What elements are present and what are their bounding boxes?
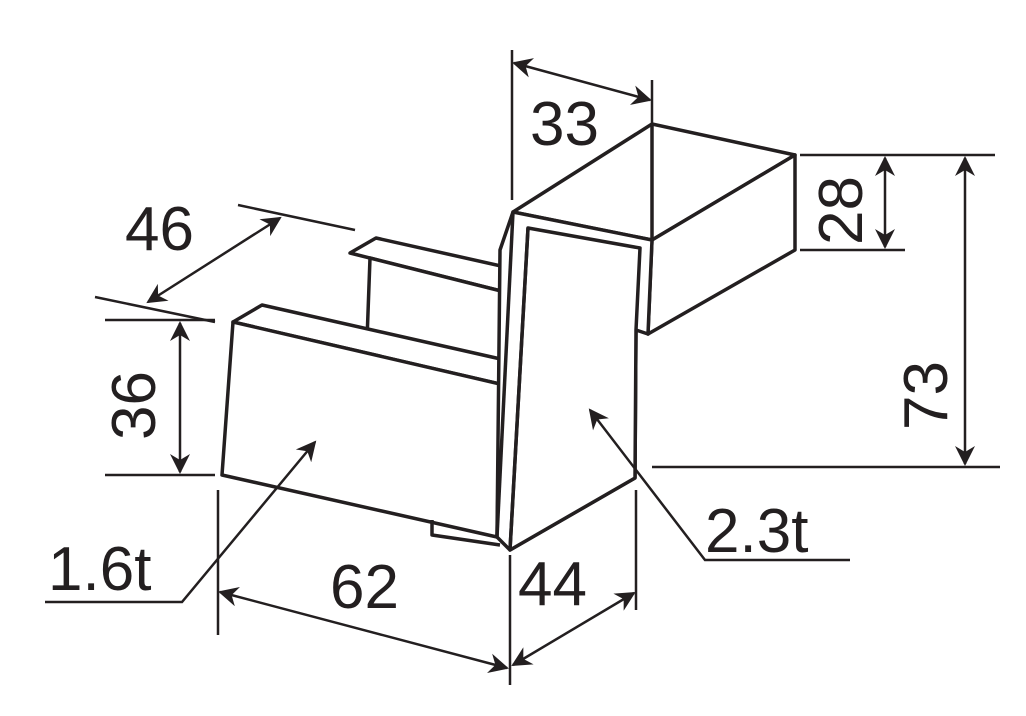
left-part: [220, 236, 512, 547]
dimension-33: 33: [510, 50, 654, 200]
leader-1-6t: 1.6t: [45, 440, 317, 604]
dimension-44: 44: [511, 490, 638, 667]
dim-46-label: 46: [125, 195, 194, 264]
dim-36-label: 36: [100, 371, 169, 440]
dimension-62: 62: [216, 490, 512, 685]
dimension-36: 36: [100, 318, 215, 477]
dim-44-label: 44: [518, 550, 587, 619]
dim-73-label: 73: [892, 361, 961, 430]
thickness-1-6t-label: 1.6t: [48, 535, 151, 604]
dim-28-label: 28: [807, 176, 876, 245]
thickness-2-3t-label: 2.3t: [705, 497, 808, 566]
vertical-plate: [495, 210, 654, 552]
leader-2-3t: 2.3t: [588, 408, 850, 566]
dim-62-label: 62: [330, 553, 399, 622]
dimension-46: 46: [94, 195, 356, 324]
dim-33-label: 33: [530, 90, 599, 159]
dimension-28: 28: [800, 153, 995, 252]
dimension-73: 73: [652, 156, 1000, 469]
